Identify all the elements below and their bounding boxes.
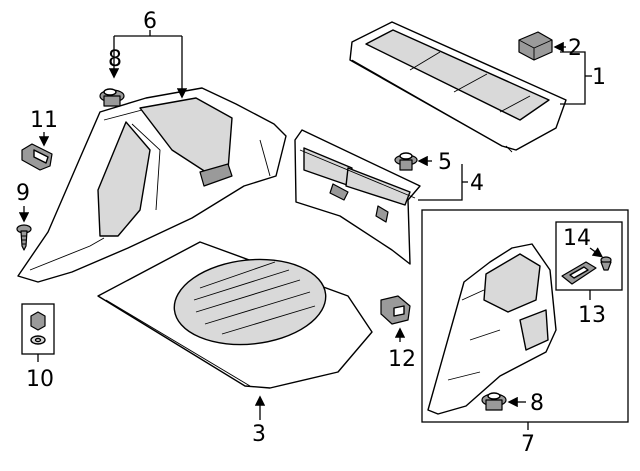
- push-pin-part-5: [394, 152, 418, 171]
- floor-mat-part-3: [97, 241, 373, 389]
- clip-part-2: [518, 31, 553, 61]
- arrow-part-14: [589, 247, 604, 258]
- leader-part-4: [418, 164, 468, 201]
- callout-12: 12: [388, 347, 416, 372]
- screw-part-14: [600, 256, 612, 271]
- clip-part-11: [21, 143, 53, 171]
- callout-7: 7: [521, 432, 535, 457]
- callout-3: 3: [252, 422, 266, 447]
- clip-part-12: [380, 295, 411, 325]
- bracket-box-part-13: [555, 221, 623, 291]
- rear-trim-panel-part-4: [294, 129, 421, 265]
- callout-13: 13: [578, 303, 606, 328]
- callout-10: 10: [26, 367, 54, 392]
- callout-5: 5: [438, 150, 452, 175]
- callout-8-upper: 8: [108, 47, 122, 72]
- callout-14: 14: [563, 226, 591, 251]
- nut-kit-part-10: [21, 303, 55, 355]
- callout-6: 6: [143, 9, 157, 34]
- right-side-trim-box-part-7: [421, 209, 629, 423]
- callout-1: 1: [592, 65, 606, 90]
- side-trim-part-6: [17, 87, 287, 283]
- package-tray-part-1: [349, 21, 567, 153]
- callout-8-lower: 8: [530, 391, 544, 416]
- callout-2: 2: [568, 36, 582, 61]
- push-pin-part-8-lower: [481, 392, 507, 411]
- callout-4: 4: [470, 171, 484, 196]
- leader-part-1: [560, 51, 592, 105]
- push-pin-part-8-upper: [99, 88, 125, 107]
- callout-11: 11: [30, 108, 58, 133]
- leader-part-6: [108, 30, 188, 99]
- callout-9: 9: [16, 181, 30, 206]
- screw-part-9: [16, 224, 32, 251]
